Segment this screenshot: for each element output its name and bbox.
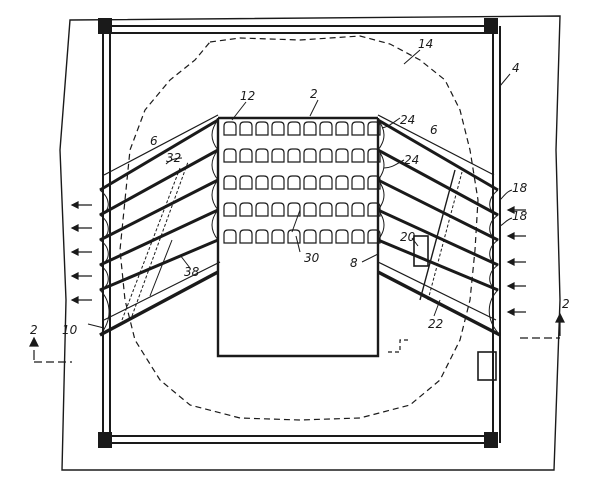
seat xyxy=(239,121,253,136)
section-indicators xyxy=(29,312,565,363)
seat xyxy=(239,175,253,190)
leader-lines xyxy=(87,49,513,329)
seat xyxy=(303,121,317,136)
seat xyxy=(271,148,285,163)
seat xyxy=(367,229,381,244)
seat xyxy=(335,148,349,163)
stage-block xyxy=(216,116,380,358)
seat xyxy=(223,202,237,217)
reference-numerals: 2 12 14 4 6 6 24 24 18 18 20 8 22 32 38 … xyxy=(30,37,570,337)
seat xyxy=(223,121,237,136)
seat xyxy=(351,148,365,163)
seat xyxy=(271,202,285,217)
seat xyxy=(287,121,301,136)
label-stage: 2 xyxy=(310,87,318,101)
seat xyxy=(335,175,349,190)
seat xyxy=(351,175,365,190)
seat xyxy=(271,175,285,190)
room-frame xyxy=(102,25,501,444)
label-perimeter: 14 xyxy=(418,37,433,51)
label-louver-right: 6 xyxy=(430,123,438,137)
seat xyxy=(319,229,333,244)
right-airflow-arrows xyxy=(506,206,526,316)
label-corner-right: 24 xyxy=(400,113,415,127)
seat xyxy=(287,202,301,217)
seat xyxy=(303,229,317,244)
seat xyxy=(335,121,349,136)
seat xyxy=(271,121,285,136)
seat xyxy=(351,121,365,136)
seat xyxy=(303,175,317,190)
seat xyxy=(239,148,253,163)
seat xyxy=(255,202,269,217)
seat xyxy=(303,202,317,217)
seat xyxy=(319,121,333,136)
label-upper-vane: 32 xyxy=(166,151,181,165)
seat xyxy=(223,229,237,244)
seat xyxy=(319,175,333,190)
exterior-wall xyxy=(59,15,561,471)
seat xyxy=(255,229,269,244)
label-corner-right-lower: 24 xyxy=(404,153,419,167)
label-vane-b: 18 xyxy=(512,209,528,223)
label-lower-section: 8 xyxy=(350,256,358,270)
corner-posts xyxy=(98,18,498,448)
label-lower-louver: 22 xyxy=(428,317,443,331)
seat xyxy=(239,229,253,244)
seat xyxy=(319,202,333,217)
wall-unit xyxy=(477,351,497,381)
seat xyxy=(335,202,349,217)
seat xyxy=(223,175,237,190)
seat xyxy=(223,148,237,163)
label-section-right: 2 xyxy=(562,297,570,311)
seat xyxy=(351,229,365,244)
seat xyxy=(351,202,365,217)
label-pivot: 20 xyxy=(400,230,416,244)
seat xyxy=(319,148,333,163)
label-bracket: 38 xyxy=(184,265,200,279)
label-corner-left: 10 xyxy=(62,323,78,337)
label-center-row: 30 xyxy=(304,251,320,265)
label-seating: 12 xyxy=(240,89,255,103)
label-wall: 4 xyxy=(512,61,520,75)
seat xyxy=(255,175,269,190)
seat xyxy=(287,148,301,163)
seat xyxy=(255,121,269,136)
label-section-left: 2 xyxy=(30,323,38,337)
seat xyxy=(367,202,381,217)
left-louvers xyxy=(98,114,221,337)
seat xyxy=(255,148,269,163)
seat xyxy=(271,229,285,244)
label-louver-left: 6 xyxy=(150,134,158,148)
seat xyxy=(367,121,381,136)
perimeter-path xyxy=(119,35,479,421)
label-vane-a: 18 xyxy=(512,181,528,195)
seat xyxy=(303,148,317,163)
seat xyxy=(335,229,349,244)
left-airflow-arrows xyxy=(70,201,92,304)
seating-rows xyxy=(223,121,381,244)
seat xyxy=(367,175,381,190)
seat xyxy=(239,202,253,217)
seat xyxy=(287,229,301,244)
seat xyxy=(287,175,301,190)
